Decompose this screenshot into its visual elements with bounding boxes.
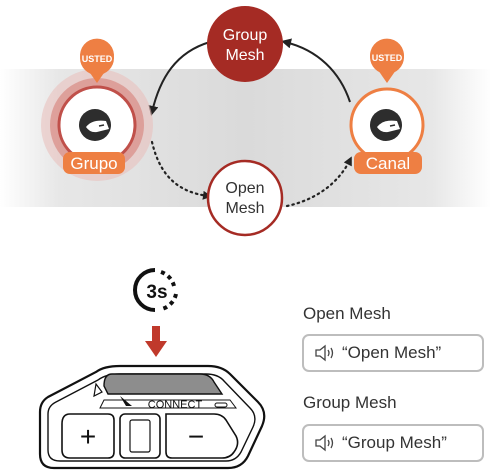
- intercom-device: CONNECT + −: [38, 364, 266, 470]
- timer-label: 3s: [146, 282, 167, 303]
- helmet-icon: [79, 109, 111, 141]
- callout-open-mesh-box: “Open Mesh”: [302, 334, 484, 372]
- arc-left-solid: [148, 41, 211, 116]
- left-node-label: Grupo: [70, 154, 117, 173]
- arc-left-dotted: [150, 140, 212, 200]
- right-node-label: Canal: [366, 154, 410, 173]
- alpinestars-logo-icon: [120, 396, 132, 406]
- group-mesh-circle: Group Mesh: [207, 6, 283, 82]
- device-minus-button[interactable]: [165, 413, 239, 459]
- right-badge-text: USTED: [372, 53, 403, 63]
- timer-icon: 3s: [133, 268, 178, 312]
- group-mesh-line1: Group: [223, 27, 268, 44]
- left-node-grupo: Grupo USTED: [41, 38, 153, 181]
- left-badge-text: USTED: [82, 54, 113, 64]
- callout-group-mesh-title: Group Mesh: [303, 393, 397, 412]
- arc-right-solid: [281, 38, 351, 103]
- arc-right-dotted: [285, 156, 352, 208]
- device-top-button[interactable]: [103, 373, 224, 395]
- group-mesh-line2: Mesh: [225, 47, 264, 64]
- speaker-icon: [315, 434, 334, 452]
- callout-group-mesh-voice: “Group Mesh”: [342, 433, 447, 452]
- left-usted-badge: USTED: [79, 38, 114, 83]
- open-mesh-circle: Open Mesh: [206, 159, 284, 237]
- right-usted-badge: USTED: [369, 38, 404, 83]
- callout-open-mesh-title: Open Mesh: [303, 304, 391, 323]
- open-mesh-line2: Mesh: [225, 200, 264, 217]
- device-plus-button[interactable]: [61, 413, 115, 459]
- device-plus-symbol: +: [80, 421, 96, 452]
- device-brand: CONNECT: [148, 399, 203, 411]
- callout-group-mesh-box: “Group Mesh”: [302, 424, 484, 462]
- helmet-icon: [370, 109, 402, 141]
- open-mesh-line1: Open: [225, 180, 264, 197]
- down-arrow-icon: [145, 326, 167, 357]
- speaker-icon: [315, 344, 334, 362]
- device-minus-symbol: −: [188, 421, 204, 452]
- callout-open-mesh-voice: “Open Mesh”: [342, 343, 442, 362]
- right-node-canal: Canal USTED: [349, 38, 425, 174]
